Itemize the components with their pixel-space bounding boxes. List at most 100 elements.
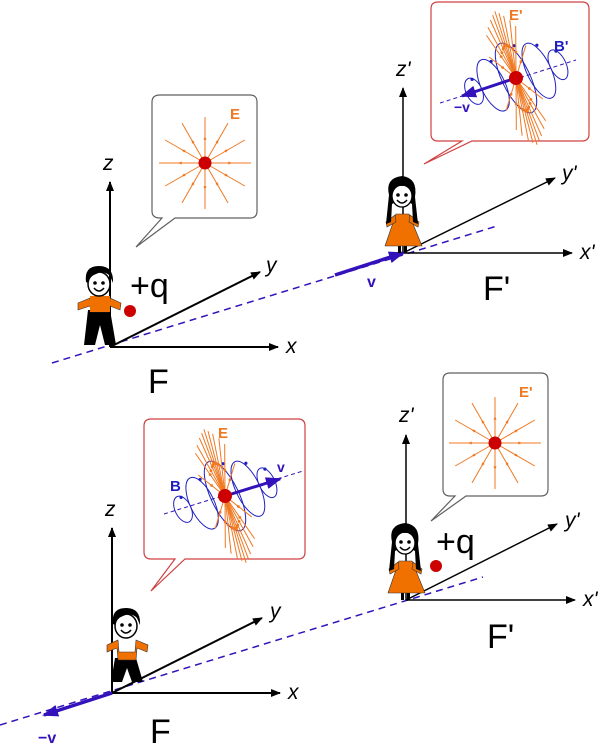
y-axis-label: y' xyxy=(560,162,578,185)
field-arrow xyxy=(209,469,213,473)
field-line xyxy=(164,162,206,187)
field-arrow xyxy=(520,107,524,111)
field-arrow xyxy=(529,97,533,101)
field-line xyxy=(204,122,229,164)
field-line xyxy=(204,162,229,204)
velocity-arrow xyxy=(334,251,405,277)
field-arrow xyxy=(481,419,485,424)
field-line xyxy=(471,402,496,444)
b-field-arrow xyxy=(512,44,516,48)
field-arrow xyxy=(471,453,476,457)
field-arrow xyxy=(514,102,518,106)
field-arrow xyxy=(203,135,207,140)
field-line xyxy=(494,442,536,467)
b-field-arrow xyxy=(221,462,225,466)
frame-label: F xyxy=(148,363,169,401)
y-axis-label: y xyxy=(268,600,282,623)
y-axis xyxy=(109,271,261,348)
charge xyxy=(488,436,502,450)
b-field-arrow xyxy=(179,495,183,499)
field-arrow xyxy=(237,519,241,523)
field-line xyxy=(471,442,496,484)
field-arrow xyxy=(467,441,472,445)
charge xyxy=(509,71,523,85)
top-scene: z x y F +q E xyxy=(51,1,596,401)
field-arrow xyxy=(215,139,219,144)
z-axis-label: z' xyxy=(395,58,412,81)
charge xyxy=(124,305,136,317)
field-arrow xyxy=(527,105,531,109)
field-arrow xyxy=(506,44,509,47)
field-arrow xyxy=(236,505,240,508)
b-field-arrow xyxy=(244,461,248,465)
b-field-arrow xyxy=(263,467,267,471)
frame-label: F' xyxy=(483,270,510,308)
field-arrow xyxy=(493,466,497,471)
velocity-label: v xyxy=(277,459,285,475)
field-arrow xyxy=(527,87,531,90)
field-arrow xyxy=(232,527,235,530)
x-axis-label: x xyxy=(287,681,300,704)
girl-observer xyxy=(387,523,426,600)
y-axis xyxy=(402,177,556,254)
field-arrow xyxy=(210,465,214,469)
field-line xyxy=(454,442,496,467)
b-field-arrow xyxy=(489,59,493,64)
speech-bubble-f: E B v xyxy=(143,418,306,592)
charge xyxy=(198,156,212,170)
field-arrow xyxy=(508,45,512,49)
field-line xyxy=(494,442,519,484)
field-arrow xyxy=(208,473,212,477)
x-axis-label: x' xyxy=(579,241,596,264)
field-arrow xyxy=(223,520,227,524)
field-arrow xyxy=(220,465,224,469)
y-axis-label: y' xyxy=(563,509,581,532)
field-line xyxy=(494,402,519,444)
field-arrow xyxy=(514,50,518,54)
field-arrow xyxy=(499,55,503,59)
field-line xyxy=(204,139,246,164)
field-arrow xyxy=(511,47,515,51)
field-arrow xyxy=(215,462,218,465)
frame-fp-axes: z' x' y' F' xyxy=(398,404,599,656)
motion-line xyxy=(0,576,484,726)
z-axis-label: z xyxy=(104,498,116,521)
field-arrow xyxy=(218,510,222,514)
charge-label: +q xyxy=(130,267,169,305)
field-arrow xyxy=(500,51,504,55)
frame-label: F xyxy=(150,713,171,751)
speech-bubble-fp: E' xyxy=(430,372,549,522)
field-line xyxy=(494,419,536,444)
speech-bubble-fp: E' B' −v xyxy=(423,1,590,165)
field-arrow xyxy=(217,463,221,467)
field-arrow xyxy=(509,92,513,96)
bottom-scene: z x y F −v E B v xyxy=(0,372,599,751)
b-field-label: B' xyxy=(554,38,568,55)
field-arrow xyxy=(181,149,186,153)
field-arrow xyxy=(224,173,229,177)
velocity-arrow xyxy=(42,691,113,717)
radial-e-field xyxy=(159,117,251,209)
field-arrow xyxy=(501,47,505,51)
b-field-label: B xyxy=(170,478,181,495)
field-arrow xyxy=(523,109,526,112)
motion-line xyxy=(51,225,498,364)
field-arrow xyxy=(223,468,227,472)
boy-observer xyxy=(106,608,149,682)
b-field-loop xyxy=(203,460,247,532)
girl-observer xyxy=(384,176,423,253)
field-line xyxy=(454,419,496,444)
x-axis-label: x' xyxy=(582,588,599,611)
e-field-label: E xyxy=(230,106,240,123)
b-field-arrow xyxy=(535,43,539,47)
field-arrow xyxy=(238,515,242,519)
z-axis-label: z xyxy=(102,152,114,175)
field-arrow xyxy=(181,173,186,177)
b-field-loop xyxy=(494,42,538,114)
z-axis-label: z' xyxy=(398,404,415,427)
velocity-arrow xyxy=(224,477,282,498)
b-field-arrow xyxy=(554,49,558,53)
field-arrow xyxy=(514,429,519,433)
field-arrow xyxy=(177,161,182,165)
